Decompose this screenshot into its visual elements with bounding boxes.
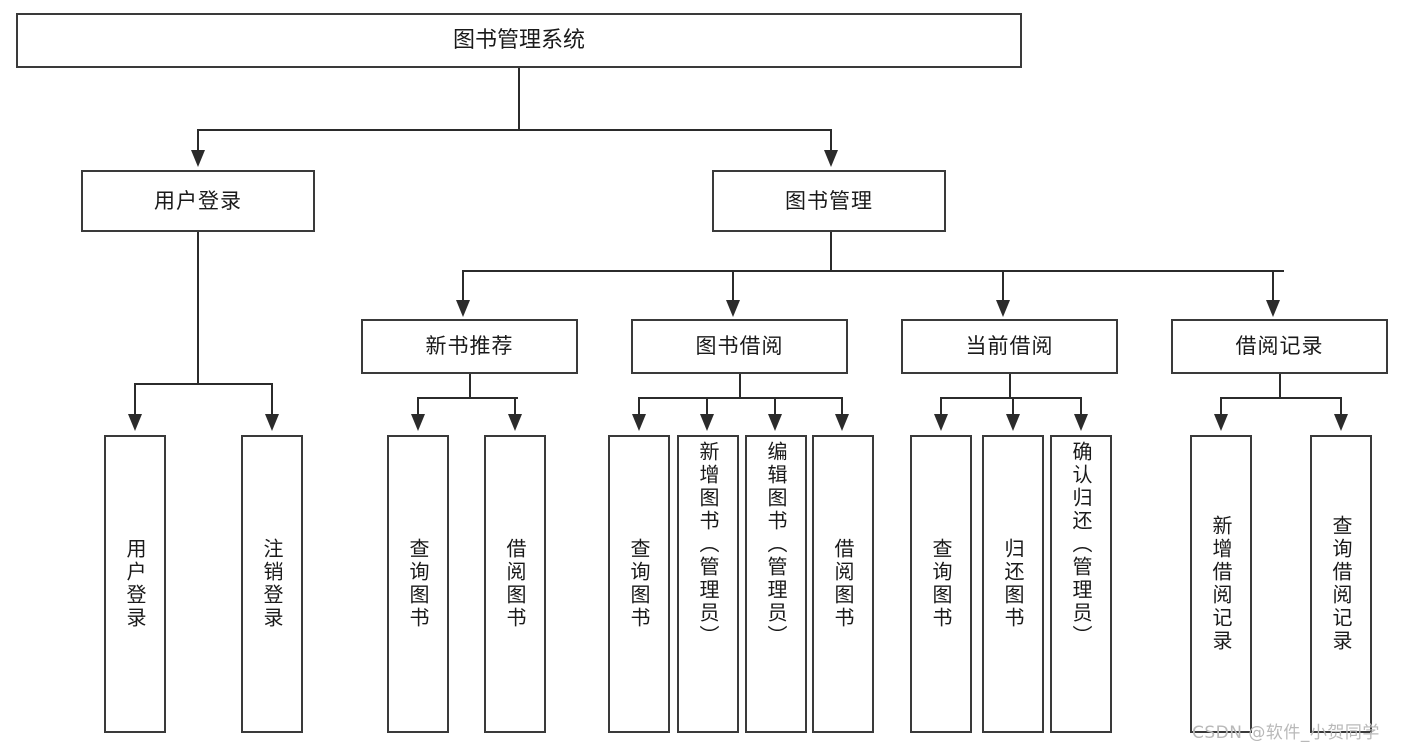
connector-bookmgmt-drop-1 bbox=[732, 270, 734, 303]
connector-newbook-stem bbox=[469, 374, 471, 398]
leaf-node[interactable]: 查询图书 bbox=[387, 435, 449, 733]
leaf-node[interactable]: 查询图书 bbox=[910, 435, 972, 733]
arrowhead-leaf-0 bbox=[128, 414, 142, 431]
leaf-node[interactable]: 确认归还（管理员） bbox=[1050, 435, 1112, 733]
connector-userlogin-drop-1 bbox=[271, 383, 273, 415]
connector-bookborrow-drop-3 bbox=[841, 397, 843, 415]
csdn-watermark: CSDN @软件_小贺同学 bbox=[1192, 723, 1380, 743]
leaf-node-label: 确认归还（管理员） bbox=[1069, 441, 1093, 648]
leaf-node-label: 查询借阅记录 bbox=[1329, 515, 1353, 653]
connector-currentborrow-drop-2 bbox=[1080, 397, 1082, 415]
connector-bookborrow-drop-1 bbox=[706, 397, 708, 415]
connector-userlogin-bus bbox=[134, 383, 273, 385]
node-new-book-recommend[interactable]: 新书推荐 bbox=[361, 319, 578, 374]
connector-currentborrow-stem bbox=[1009, 374, 1011, 398]
connector-root-stem bbox=[518, 68, 520, 130]
node-user-login[interactable]: 用户登录 bbox=[81, 170, 315, 232]
leaf-node-label: 注销登录 bbox=[260, 538, 284, 630]
leaf-node[interactable]: 查询借阅记录 bbox=[1310, 435, 1372, 733]
arrowhead-to-new-book-rec bbox=[456, 300, 470, 317]
node-label: 新书推荐 bbox=[425, 334, 514, 359]
leaf-node[interactable]: 注销登录 bbox=[241, 435, 303, 733]
arrowhead-leaf-2 bbox=[411, 414, 425, 431]
arrowhead-leaf-9 bbox=[1006, 414, 1020, 431]
leaf-node-label: 编辑图书（管理员） bbox=[764, 441, 788, 648]
arrowhead-to-current-borrow bbox=[996, 300, 1010, 317]
node-book-borrow[interactable]: 图书借阅 bbox=[631, 319, 848, 374]
node-label: 借阅记录 bbox=[1235, 334, 1324, 359]
connector-bookborrow-drop-2 bbox=[774, 397, 776, 415]
node-root-system[interactable]: 图书管理系统 bbox=[16, 13, 1022, 68]
connector-currentborrow-drop-1 bbox=[1012, 397, 1014, 415]
leaf-node-label: 查询图书 bbox=[406, 538, 430, 630]
arrowhead-to-user-login bbox=[191, 150, 205, 167]
connector-bookmgmt-drop-0 bbox=[462, 270, 464, 303]
node-label: 图书借阅 bbox=[695, 334, 784, 359]
leaf-node[interactable]: 借阅图书 bbox=[484, 435, 546, 733]
connector-currentborrow-drop-0 bbox=[940, 397, 942, 415]
node-borrow-record[interactable]: 借阅记录 bbox=[1171, 319, 1388, 374]
connector-bookmgmt-bus bbox=[462, 270, 1284, 272]
arrowhead-leaf-1 bbox=[265, 414, 279, 431]
leaf-node-label: 新增借阅记录 bbox=[1209, 515, 1233, 653]
connector-userlogin-stem bbox=[197, 232, 199, 384]
connector-newbook-bus bbox=[417, 397, 518, 399]
arrowhead-leaf-7 bbox=[835, 414, 849, 431]
leaf-node[interactable]: 归还图书 bbox=[982, 435, 1044, 733]
arrowhead-leaf-6 bbox=[768, 414, 782, 431]
connector-newbook-drop-1 bbox=[514, 397, 516, 415]
arrowhead-leaf-8 bbox=[934, 414, 948, 431]
node-book-management[interactable]: 图书管理 bbox=[712, 170, 946, 232]
connector-root-bus bbox=[197, 129, 832, 131]
leaf-node[interactable]: 新增借阅记录 bbox=[1190, 435, 1252, 733]
connector-currentborrow-bus bbox=[940, 397, 1082, 399]
connector-root-drop-right bbox=[830, 129, 832, 151]
connector-bookborrow-drop-0 bbox=[638, 397, 640, 415]
node-label: 图书管理系统 bbox=[452, 27, 585, 53]
node-label: 用户登录 bbox=[154, 188, 242, 213]
leaf-node-label: 借阅图书 bbox=[831, 538, 855, 630]
connector-userlogin-drop-0 bbox=[134, 383, 136, 415]
arrowhead-leaf-12 bbox=[1334, 414, 1348, 431]
leaf-node[interactable]: 借阅图书 bbox=[812, 435, 874, 733]
connector-bookmgmt-drop-3 bbox=[1272, 270, 1274, 303]
leaf-node[interactable]: 新增图书（管理员） bbox=[677, 435, 739, 733]
node-label: 当前借阅 bbox=[965, 334, 1054, 359]
leaf-node-label: 借阅图书 bbox=[503, 538, 527, 630]
leaf-node-label: 查询图书 bbox=[929, 538, 953, 630]
connector-bookborrow-stem bbox=[739, 374, 741, 398]
connector-borrowrecord-bus bbox=[1220, 397, 1341, 399]
node-current-borrow[interactable]: 当前借阅 bbox=[901, 319, 1118, 374]
arrowhead-to-book-mgmt bbox=[824, 150, 838, 167]
leaf-node[interactable]: 编辑图书（管理员） bbox=[745, 435, 807, 733]
arrowhead-leaf-5 bbox=[700, 414, 714, 431]
leaf-node-label: 用户登录 bbox=[123, 538, 147, 630]
arrowhead-leaf-10 bbox=[1074, 414, 1088, 431]
connector-bookmgmt-drop-2 bbox=[1002, 270, 1004, 303]
arrowhead-to-borrow-record bbox=[1266, 300, 1280, 317]
arrowhead-to-book-borrow bbox=[726, 300, 740, 317]
arrowhead-leaf-4 bbox=[632, 414, 646, 431]
leaf-node-label: 新增图书（管理员） bbox=[696, 441, 720, 648]
node-label: 图书管理 bbox=[785, 188, 873, 213]
connector-newbook-drop-0 bbox=[417, 397, 419, 415]
connector-bookborrow-bus bbox=[638, 397, 843, 399]
leaf-node[interactable]: 用户登录 bbox=[104, 435, 166, 733]
arrowhead-leaf-3 bbox=[508, 414, 522, 431]
leaf-node[interactable]: 查询图书 bbox=[608, 435, 670, 733]
connector-bookmgmt-stem bbox=[830, 232, 832, 271]
leaf-node-label: 归还图书 bbox=[1001, 538, 1025, 630]
arrowhead-leaf-11 bbox=[1214, 414, 1228, 431]
leaf-node-label: 查询图书 bbox=[627, 538, 651, 630]
connector-root-drop-left bbox=[197, 129, 199, 151]
connector-borrowrecord-stem bbox=[1279, 374, 1281, 398]
connector-borrowrecord-drop-1 bbox=[1340, 397, 1342, 415]
connector-borrowrecord-drop-0 bbox=[1220, 397, 1222, 415]
